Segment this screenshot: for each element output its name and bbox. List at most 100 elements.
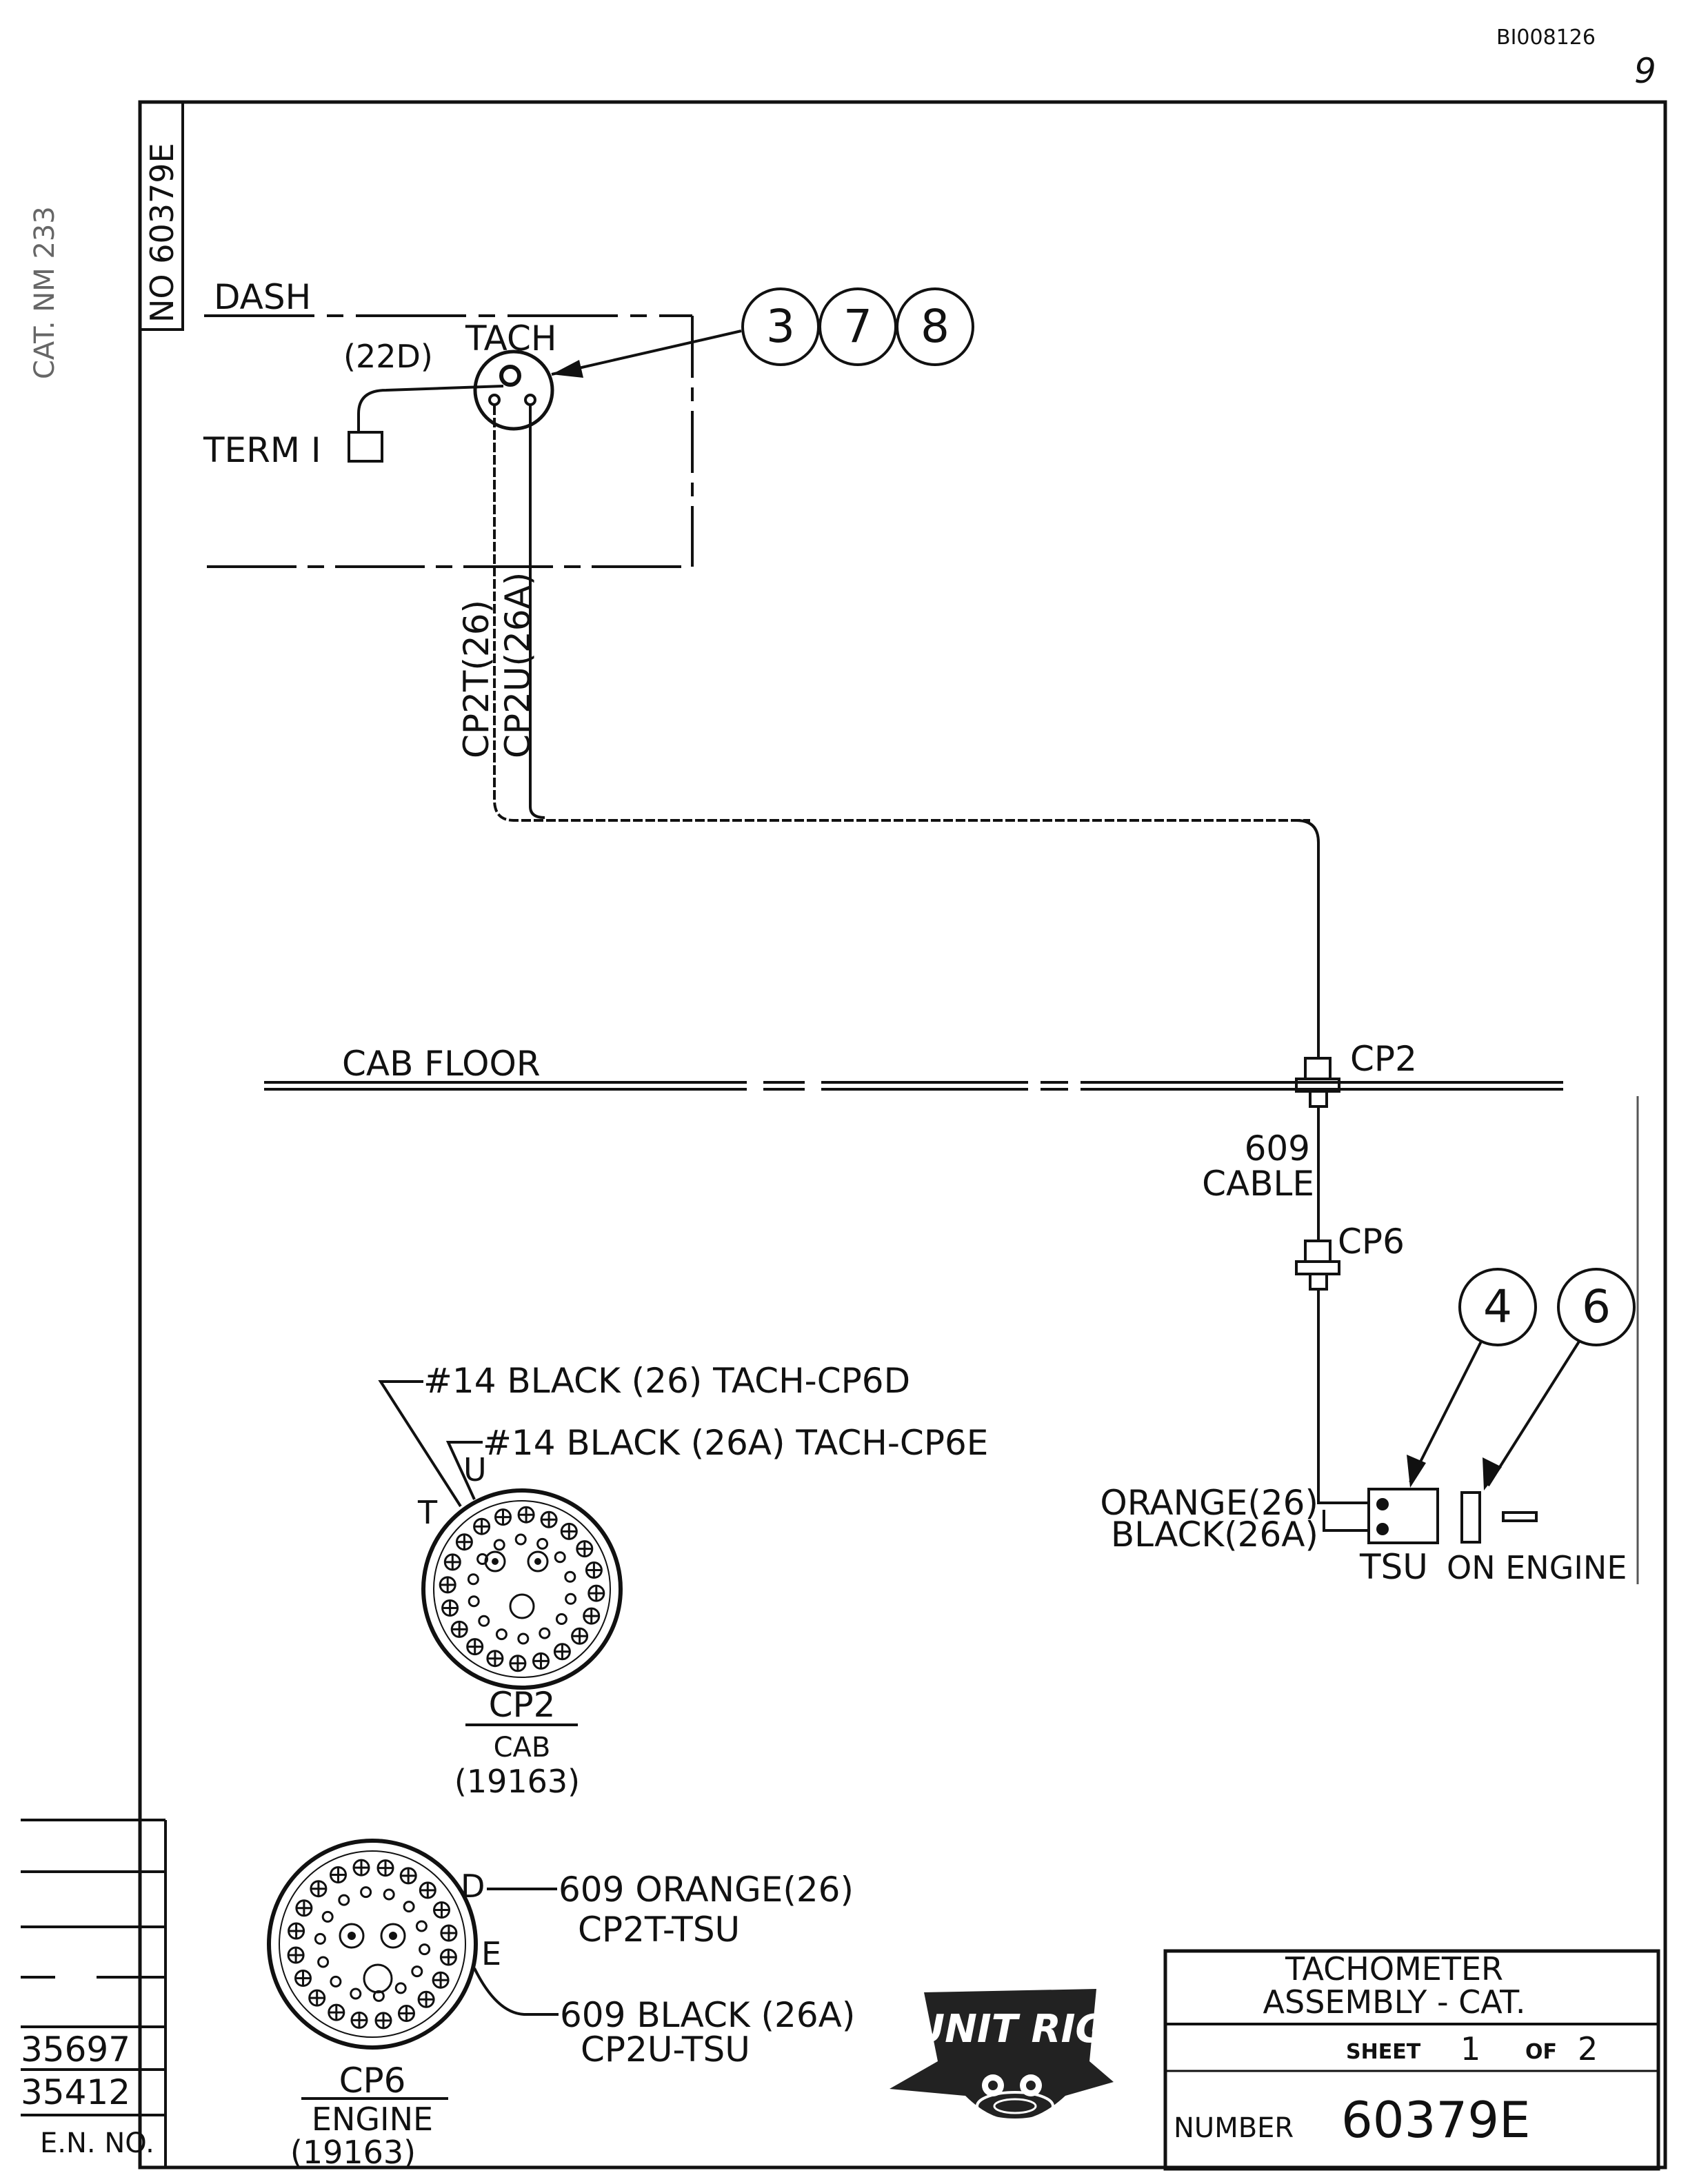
connector-pin bbox=[314, 1932, 326, 1945]
cab-floor-label: CAB FLOOR bbox=[342, 1044, 541, 1084]
cp6-orange-line1: 609 ORANGE(26) bbox=[559, 1870, 854, 1910]
sheet-label: SHEET bbox=[1346, 2040, 1421, 2064]
connector-pin-cross bbox=[433, 1972, 449, 1988]
cp6-black-line2: CP2U-TSU bbox=[581, 2030, 750, 2070]
connector-pin bbox=[338, 1894, 350, 1906]
connector-pin-cross bbox=[420, 1882, 436, 1898]
connector-pin-cross bbox=[441, 1925, 456, 1941]
callout-8: 8 bbox=[921, 300, 950, 353]
connector-pin-cross bbox=[288, 1948, 304, 1963]
connector-pin-cross bbox=[434, 1902, 450, 1918]
vertical-number: NO 60379E bbox=[143, 143, 181, 323]
unit-rig-logo bbox=[890, 1989, 1114, 2121]
connector-pin bbox=[539, 1627, 551, 1639]
callout-4: 4 bbox=[1483, 1280, 1512, 1333]
on-engine-label: ON ENGINE bbox=[1447, 1549, 1627, 1586]
connector-pin bbox=[360, 1886, 372, 1899]
callout-6: 6 bbox=[1582, 1280, 1611, 1333]
number-box bbox=[139, 101, 184, 331]
cp6-connector-face bbox=[267, 1839, 478, 2050]
connector-pin-cross bbox=[561, 1524, 577, 1539]
connector-pin bbox=[467, 1573, 479, 1586]
connector-pin-cross bbox=[554, 1644, 570, 1659]
connector-pin-cross bbox=[541, 1512, 557, 1528]
cp6-orange-line2: CP2T-TSU bbox=[578, 1910, 740, 1950]
connector-pin-cross bbox=[441, 1950, 456, 1965]
connector-pin-cross bbox=[401, 1868, 416, 1883]
connector-pin bbox=[394, 1982, 407, 1994]
connector-pin-cross bbox=[583, 1608, 599, 1624]
connector-pin-cross bbox=[288, 1923, 304, 1939]
callout-group-right bbox=[1407, 1268, 1636, 1490]
term-label: TERM I bbox=[203, 430, 321, 470]
cp2u-wire-label: CP2U(26A) bbox=[498, 572, 538, 758]
connector-pin-cross bbox=[495, 1509, 511, 1525]
term-terminal-icon bbox=[348, 431, 383, 463]
connector-pin bbox=[536, 1537, 549, 1550]
number-label: NUMBER bbox=[1174, 2112, 1294, 2144]
wire-t-label: #14 BLACK (26) TACH-CP6D bbox=[423, 1361, 910, 1401]
connector-pin-cross bbox=[572, 1628, 587, 1644]
connector-pin bbox=[415, 1920, 428, 1932]
cp2-connector-face bbox=[421, 1488, 623, 1690]
dash-label: DASH bbox=[214, 277, 311, 317]
cp6-plug-icon bbox=[1295, 1240, 1340, 1291]
document-id: BI008126 bbox=[1496, 26, 1596, 50]
catalog-note: CAT. NM 233 bbox=[29, 206, 61, 379]
connector-pin bbox=[419, 1943, 431, 1956]
connector-pin bbox=[493, 1539, 505, 1551]
connector-pin bbox=[321, 1910, 334, 1923]
cp2-location: CAB bbox=[494, 1732, 551, 1763]
title-line-1: TACHOMETER bbox=[1285, 1950, 1503, 1988]
connector-pin bbox=[350, 1988, 362, 2000]
callout-group-top bbox=[551, 287, 974, 378]
connector-pin bbox=[517, 1632, 530, 1645]
cable-609-label: CABLE bbox=[1202, 1164, 1314, 1204]
connector-pin bbox=[514, 1533, 527, 1546]
connector-pin-cross bbox=[533, 1653, 549, 1669]
sheet-total: 2 bbox=[1578, 2030, 1598, 2067]
revision-en-label: E.N. NO. bbox=[40, 2127, 154, 2159]
cp6-part-number: (19163) bbox=[290, 2134, 416, 2171]
connector-pin-cross bbox=[354, 1860, 369, 1876]
cp6-connector-name: CP6 bbox=[339, 2061, 406, 2101]
connector-pin bbox=[403, 1901, 415, 1913]
connector-pin-cross bbox=[296, 1900, 312, 1916]
drawing-border bbox=[138, 100, 1667, 2170]
revision-table bbox=[21, 1819, 167, 2167]
cab-floor-line bbox=[264, 1081, 1579, 1091]
tach-gauge-icon bbox=[473, 350, 554, 431]
connector-pin-cross bbox=[445, 1554, 461, 1570]
connector-pin-cross bbox=[442, 1600, 458, 1616]
wire-u-leader bbox=[445, 1441, 483, 1500]
connector-pin-cross bbox=[586, 1562, 602, 1578]
connector-pin-cross bbox=[452, 1621, 468, 1637]
connector-pin-cross bbox=[576, 1541, 592, 1557]
connector-pin-cross bbox=[519, 1507, 534, 1523]
connector-pin-cross bbox=[456, 1534, 472, 1550]
connector-pin-cross bbox=[352, 2012, 367, 2028]
cp2-part-number: (19163) bbox=[454, 1763, 580, 1800]
connector-pin-cross bbox=[378, 1860, 393, 1876]
drawing-number: 60379E bbox=[1341, 2091, 1531, 2149]
cp2-plug-icon bbox=[1295, 1057, 1340, 1108]
wire-e-leader bbox=[473, 1968, 559, 2016]
wire-u-label: #14 BLACK (26A) TACH-CP6E bbox=[483, 1423, 988, 1463]
wire-22d-label: (22D) bbox=[343, 338, 433, 375]
title-line-2: ASSEMBLY - CAT. bbox=[1263, 1983, 1526, 2021]
connector-pin-cross bbox=[376, 2012, 391, 2028]
connector-pin-cross bbox=[467, 1639, 483, 1655]
connector-pin bbox=[317, 1956, 330, 1968]
connector-pin-cross bbox=[330, 1867, 346, 1883]
pin-u-label: U bbox=[463, 1451, 487, 1488]
unit-rig-logo-text: UNIT RIG bbox=[914, 2007, 1107, 2052]
tach-wires bbox=[493, 405, 1320, 1058]
connector-pin bbox=[383, 1888, 395, 1901]
cp6-location: ENGINE bbox=[312, 2101, 433, 2138]
connector-pin bbox=[468, 1595, 480, 1608]
tsu-black-wire-label: BLACK(26A) bbox=[1111, 1515, 1318, 1555]
revision-en-1: 35697 bbox=[21, 2030, 130, 2070]
callout-7: 7 bbox=[843, 300, 872, 353]
connector-pin bbox=[555, 1613, 567, 1625]
